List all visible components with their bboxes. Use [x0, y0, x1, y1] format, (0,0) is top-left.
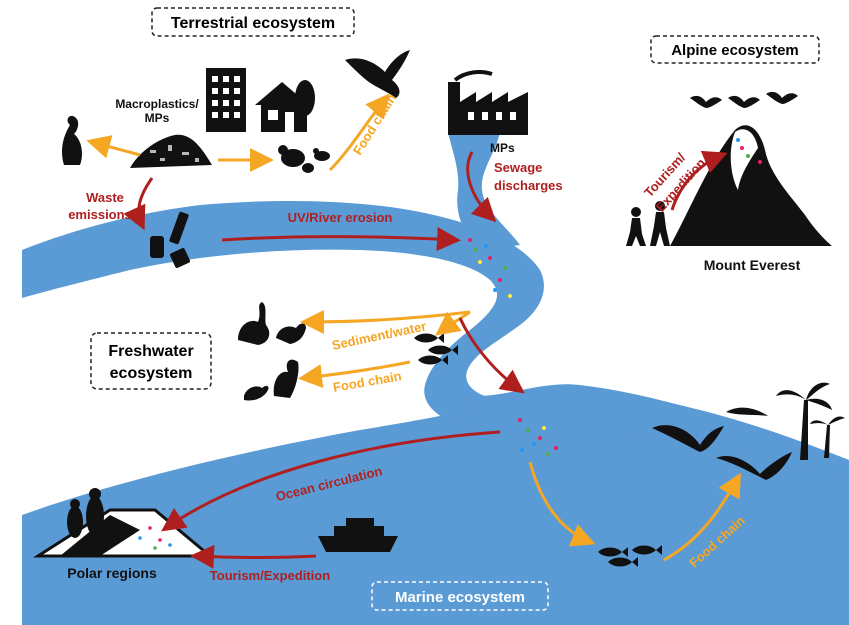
freshwater-box: Freshwater ecosystem — [90, 332, 212, 390]
house-icon — [255, 80, 315, 132]
marine-box: Marine ecosystem — [371, 581, 549, 611]
alpine-title: Alpine ecosystem — [671, 42, 799, 59]
pelican-icon — [273, 359, 299, 398]
palm-tree-icon — [776, 382, 845, 460]
sewage-label-1: Sewage — [494, 160, 542, 175]
arrow-freshwater-food — [298, 360, 411, 388]
arrow-sewage — [466, 151, 497, 223]
factory-icon — [448, 70, 528, 135]
mouse-icon — [313, 148, 330, 161]
arrow-to-eagle — [328, 93, 390, 172]
marine-title: Marine ecosystem — [395, 589, 525, 606]
mountain-icon — [670, 125, 832, 246]
marine-fish-icon — [598, 545, 662, 567]
goose-icon — [238, 302, 270, 345]
uv-river-label: UV/River erosion — [288, 210, 393, 225]
microplastic-particles — [468, 238, 558, 456]
arrow-waste — [123, 177, 154, 231]
hiker-icon — [626, 201, 670, 246]
water-bodies — [22, 132, 849, 625]
chicken-icon — [278, 145, 314, 173]
freshwater-title-1: Freshwater — [108, 343, 193, 360]
arrow-uv — [221, 227, 461, 252]
arrows — [86, 93, 741, 569]
sediment-water-label: Sediment/water — [331, 318, 428, 353]
kingfisher-icon — [244, 385, 269, 401]
ship-icon — [318, 518, 398, 552]
arrow-downstream — [458, 317, 525, 394]
mps-factory-label: MPs — [490, 141, 515, 155]
terrestrial-box: Terrestrial ecosystem — [151, 7, 355, 37]
freshwater-title-2: ecosystem — [110, 365, 193, 382]
penguin-icon — [67, 488, 104, 538]
river-mouth — [470, 384, 849, 480]
waste-label-1: Waste — [86, 190, 124, 205]
ocean — [22, 387, 849, 625]
vulture-icon — [62, 115, 82, 165]
sewage-label-2: discharges — [494, 178, 563, 193]
tourism-polar-label: Tourism/Expedition — [210, 568, 330, 583]
arrow-marine-down — [528, 461, 596, 547]
plastic-pile-icon — [130, 134, 212, 168]
river — [22, 200, 560, 440]
macroplastics-label-2: MPs — [145, 111, 170, 125]
eagle-icon — [345, 50, 410, 98]
terrestrial-title: Terrestrial ecosystem — [171, 15, 335, 32]
waste-label-2: emissions — [68, 207, 132, 222]
arrow-sediment — [300, 309, 471, 334]
sewage-channel — [448, 132, 520, 250]
arrow-ocean-circ — [161, 430, 501, 532]
building-icon — [206, 68, 246, 132]
macroplastics-label-1: Macroplastics/ — [115, 97, 199, 111]
mount-everest-label: Mount Everest — [704, 257, 801, 273]
arrow-to-vulture — [86, 135, 141, 159]
seabird-group-icon — [652, 407, 792, 480]
litter-icon — [150, 211, 190, 268]
fish-group-icon — [414, 333, 458, 365]
arrow-alpine-tourism — [670, 150, 728, 211]
polar-regions-label: Polar regions — [67, 565, 157, 581]
arrow-tourism-polar — [190, 544, 317, 569]
alpine-box: Alpine ecosystem — [650, 35, 820, 64]
arrow-to-fish — [435, 310, 471, 336]
food-chain-terrestrial-label: Food chain — [350, 91, 399, 158]
arrow-marine-food — [663, 472, 741, 562]
flying-birds-icon — [690, 91, 798, 108]
duck-icon — [276, 323, 306, 344]
